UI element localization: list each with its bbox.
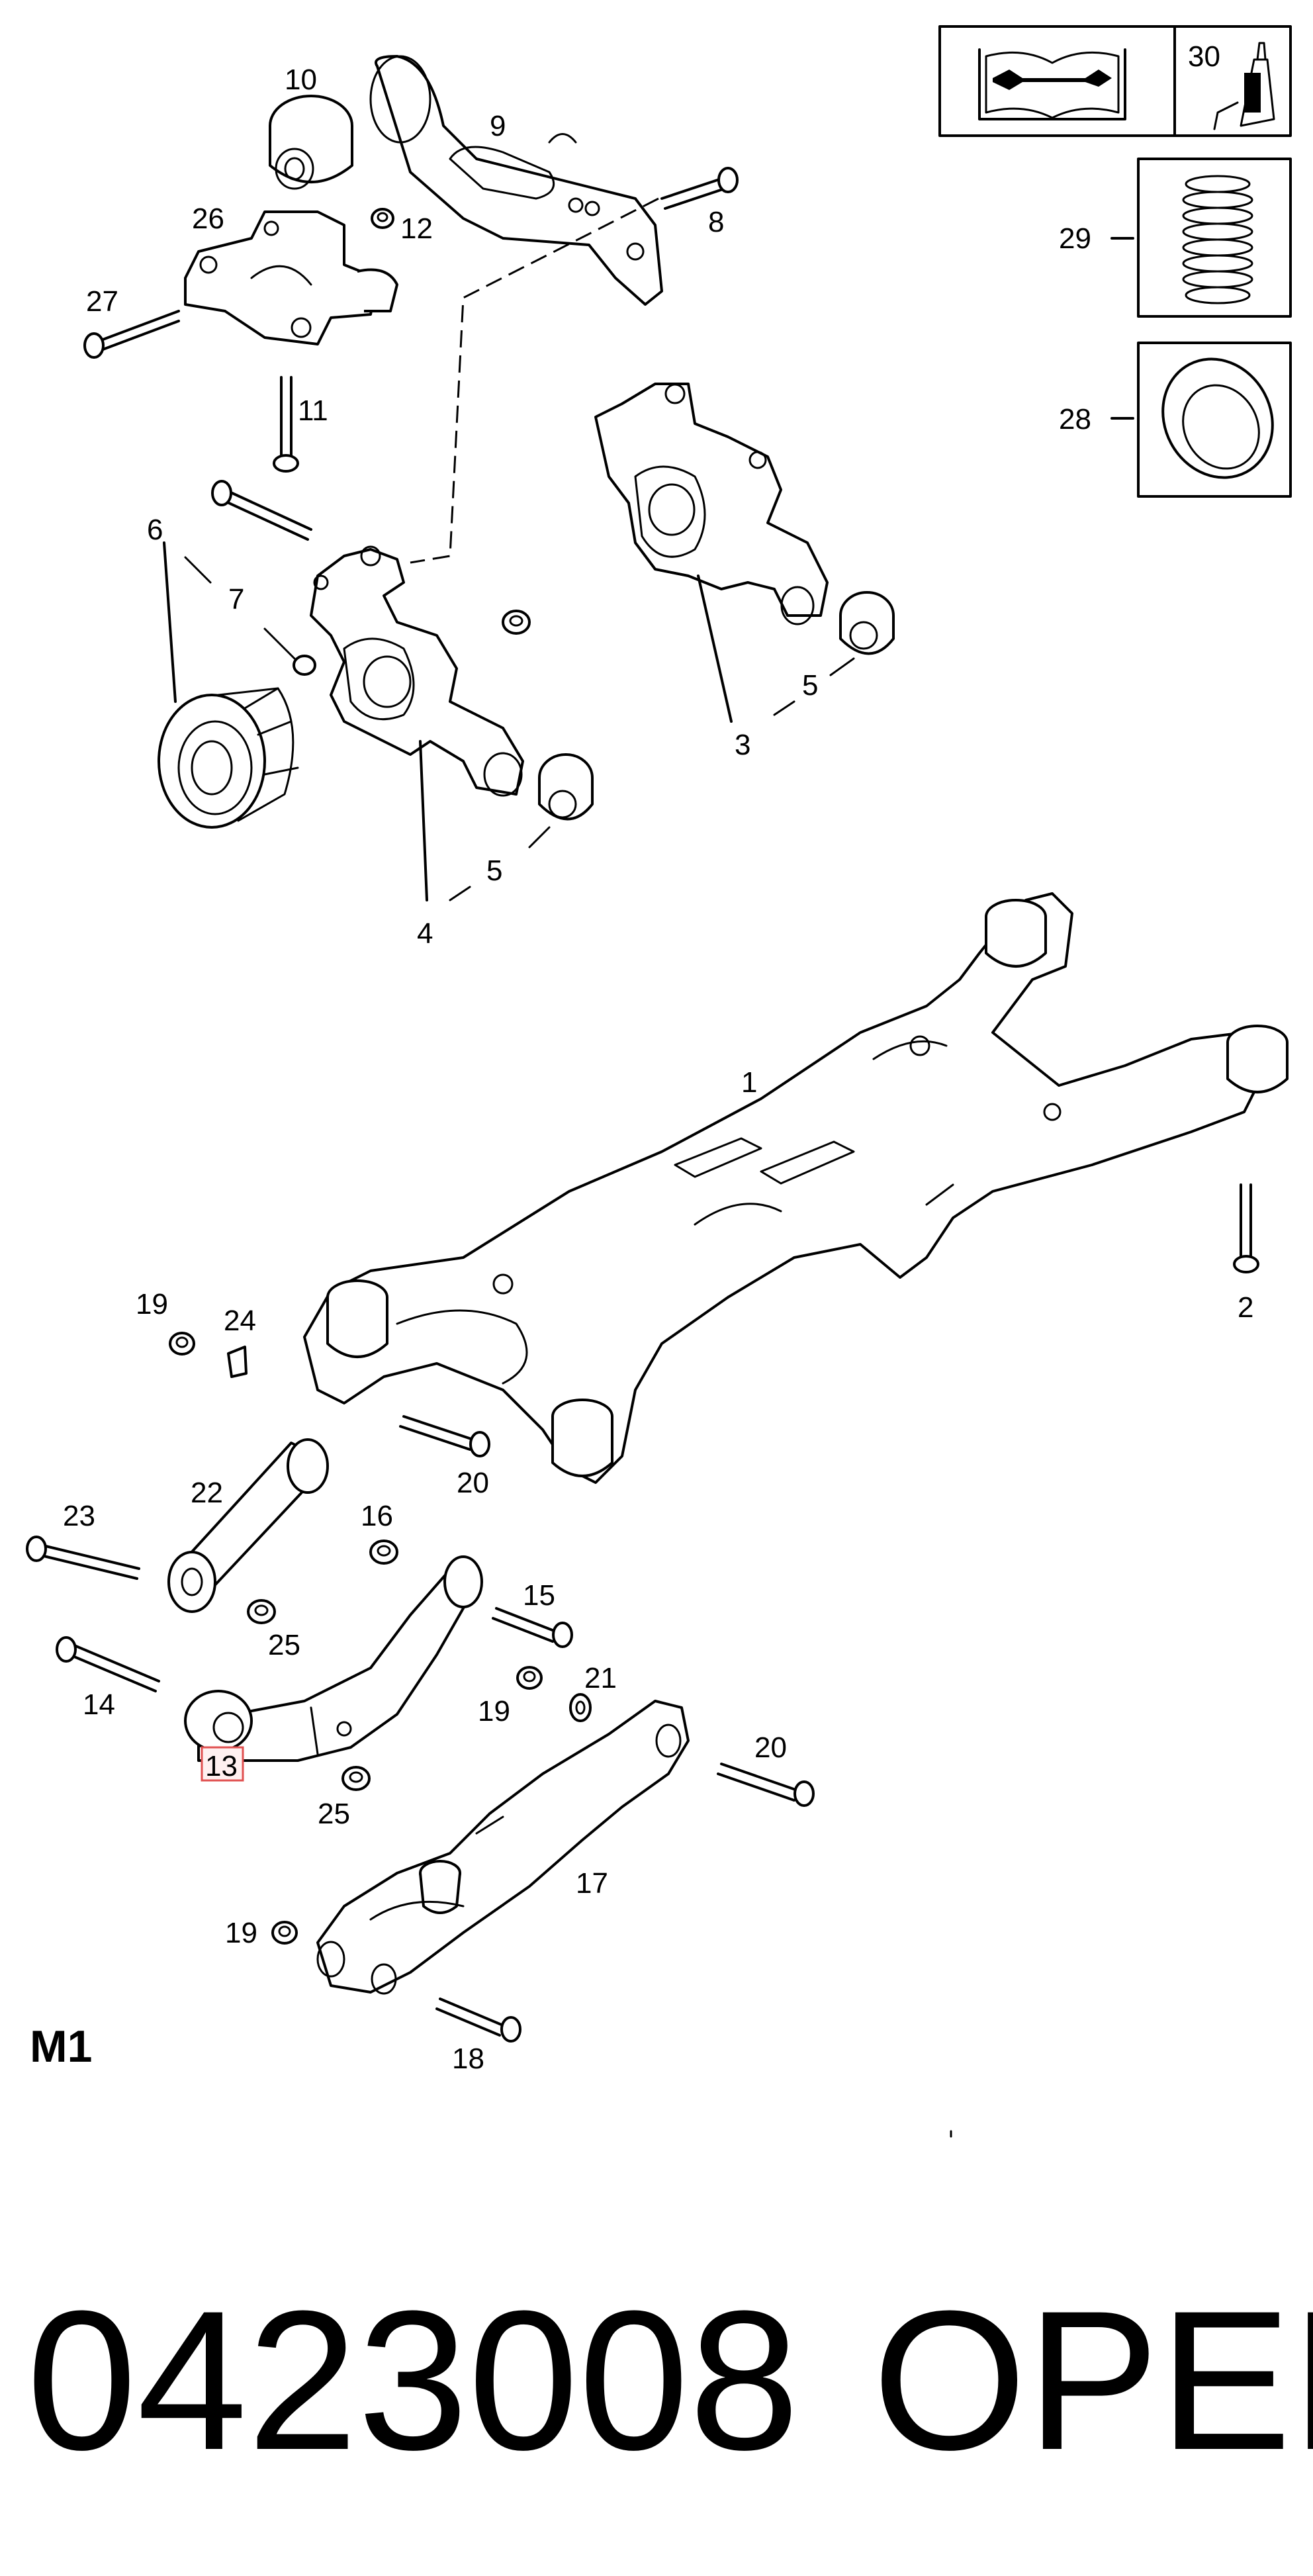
ring-icon (1161, 357, 1274, 479)
callout-5b: 5 (802, 669, 818, 702)
callout-3: 3 (735, 729, 750, 761)
bolt-11 (273, 376, 299, 473)
callout-20a: 20 (457, 1467, 489, 1499)
bolt-20-lower (717, 1763, 815, 1807)
callout-19a: 19 (136, 1288, 168, 1320)
callout-25a: 25 (268, 1629, 300, 1661)
callout-4: 4 (417, 917, 433, 950)
bolt-2 (1233, 1183, 1259, 1273)
callout-7: 7 (228, 583, 244, 616)
subframe-1 (303, 892, 1289, 1484)
callout-2: 2 (1238, 1291, 1253, 1324)
callout-23: 23 (63, 1500, 95, 1532)
nut-19-lower (271, 1921, 298, 1945)
bushing-10 (269, 95, 353, 190)
callout-20b: 20 (754, 1731, 787, 1764)
nut-25-upper (247, 1599, 276, 1624)
bolt-18 (435, 1998, 521, 2043)
callout-19b: 19 (478, 1695, 510, 1727)
spring-icon (1182, 175, 1253, 304)
legend-box-manual: 30 (938, 25, 1292, 137)
link-22 (167, 1438, 329, 1613)
washer-21 (569, 1693, 592, 1722)
callout-11: 11 (298, 394, 328, 427)
bracket-26 (184, 210, 398, 345)
control-arm-13 (184, 1555, 483, 1762)
highlight-box-13 (201, 1746, 244, 1782)
nut-19-upper (169, 1332, 195, 1356)
callout-8: 8 (708, 206, 724, 238)
bolt-7-long (211, 480, 312, 541)
legend-box-seat: 28 (1059, 342, 1292, 498)
callout-16: 16 (361, 1500, 393, 1532)
callout-10: 10 (285, 64, 317, 96)
knuckle-3 (594, 383, 829, 625)
callout-30: 30 (1188, 40, 1220, 73)
wrench-book-icon (978, 48, 1126, 120)
nut-19-mid (516, 1666, 543, 1690)
callout-26: 26 (192, 203, 224, 235)
callout-5a: 5 (486, 854, 502, 887)
bolt-20-upper (399, 1415, 490, 1457)
callout-13: 13 (205, 1750, 238, 1782)
callout-19c: 19 (225, 1917, 257, 1949)
callout-12: 12 (400, 212, 433, 245)
bolt-15 (492, 1607, 573, 1648)
callout-25b: 25 (318, 1798, 350, 1830)
nut-7 (293, 655, 316, 676)
sealant-bottle-icon (1213, 42, 1275, 130)
callout-14: 14 (83, 1688, 115, 1721)
bolt-8 (660, 167, 739, 210)
bushing-5-lower (538, 753, 594, 821)
knuckle-4 (310, 545, 524, 797)
callout-6: 6 (147, 514, 163, 546)
callout-15: 15 (523, 1579, 555, 1612)
bolt-23 (26, 1536, 140, 1580)
bolt-27 (83, 310, 180, 359)
bolt-14 (56, 1636, 160, 1692)
nut-16 (369, 1540, 398, 1565)
callout-1: 1 (741, 1066, 757, 1099)
hub-6 (158, 687, 299, 829)
callout-24: 24 (224, 1305, 256, 1337)
callout-29: 29 (1059, 222, 1091, 255)
callout-21: 21 (584, 1662, 617, 1694)
callout-17: 17 (576, 1867, 608, 1900)
legend-box-spring: 29 (1059, 158, 1292, 318)
callout-28: 28 (1059, 403, 1091, 436)
nut-knuckle (502, 610, 531, 635)
callout-18: 18 (452, 2043, 484, 2075)
link-9 (369, 55, 663, 306)
bushing-5-upper (839, 591, 895, 655)
nut-12 (371, 208, 394, 229)
lower-arm-17 (316, 1700, 690, 1995)
brand-name: OPEL (872, 2269, 1313, 2491)
callout-27: 27 (86, 285, 118, 318)
callout-22: 22 (191, 1477, 223, 1509)
nut-25-lower (341, 1766, 371, 1791)
part-number: 0423008 (26, 2269, 799, 2491)
callout-9: 9 (490, 110, 506, 142)
washer-24 (227, 1346, 248, 1378)
section-label: M1 (30, 2021, 92, 2072)
